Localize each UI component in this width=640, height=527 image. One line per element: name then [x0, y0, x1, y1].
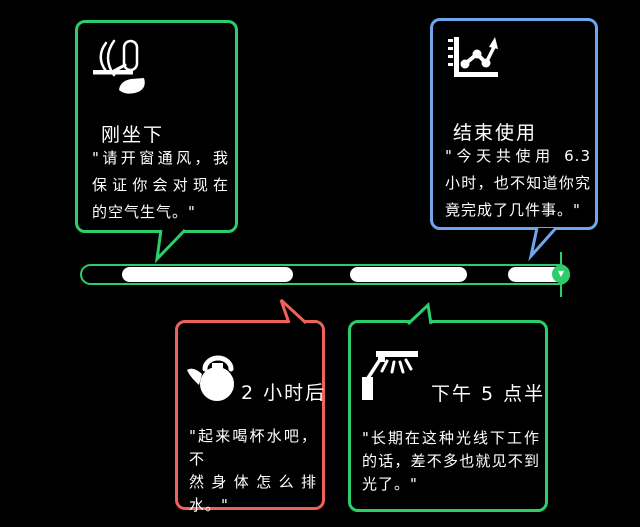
speech-bubble-light: 下午 5 点半 "长期在这种光线下工作 的话，差不多也就见不到 光了。"	[348, 320, 548, 512]
quote-line: 的空气生气。"	[92, 203, 196, 221]
quote-line: "长期在这种光线下工作	[362, 429, 540, 447]
quote-line: "今天共使用 6.3	[445, 147, 591, 165]
speech-bubble-water: 2 小时后 "起来喝杯水吧，不 然身体怎么排水。"	[175, 320, 327, 514]
bubble-quote: "长期在这种光线下工作 的话，差不多也就见不到 光了。"	[362, 427, 540, 496]
usage-timeline-bar	[80, 264, 570, 285]
bubble-title: 下午 5 点半	[431, 383, 546, 405]
line-chart-icon	[448, 37, 498, 77]
bubble-tail-sit-down	[154, 228, 187, 264]
speech-bubble-sit-down: 刚坐下 "请开窗通风，我 保证你会对现在 的空气生气。"	[75, 20, 238, 233]
quote-line: "请开窗通风，我	[92, 149, 229, 167]
bubble-title: 刚坐下	[101, 124, 165, 146]
timeline-segment	[122, 267, 293, 282]
desk-lamp-icon	[362, 351, 418, 400]
bubble-title: 2 小时后	[241, 382, 327, 404]
teapot-icon	[187, 355, 234, 401]
quote-line: 小时，也不知道你究	[445, 174, 591, 192]
timeline-marker-dot: ▼	[552, 265, 570, 283]
quote-line: "起来喝杯水吧，不	[189, 427, 317, 468]
bubble-tail-light	[406, 301, 433, 326]
quote-line: 的话，差不多也就见不到	[362, 452, 540, 470]
quote-line: 光了。"	[362, 475, 418, 493]
speech-bubble-finish: 结束使用 "今天共使用 6.3 小时，也不知道你究 竟完成了几件事。"	[430, 18, 598, 230]
quote-line: 保证你会对现在	[92, 176, 229, 194]
bubble-tail-water	[279, 298, 308, 325]
timeline-segment	[508, 267, 564, 282]
quote-line: 然身体怎么排水。"	[189, 473, 317, 514]
bubble-tail-finish	[528, 227, 558, 262]
timeline-segment	[350, 267, 467, 282]
bubble-title: 结束使用	[453, 122, 538, 144]
bubble-quote: "请开窗通风，我 保证你会对现在 的空气生气。"	[92, 145, 229, 226]
bubble-quote: "起来喝杯水吧，不 然身体怎么排水。"	[189, 425, 317, 517]
quote-line: 竟完成了几件事。"	[445, 201, 581, 219]
person-at-desk-icon	[93, 39, 145, 94]
marker-triangle-icon: ▼	[557, 269, 565, 278]
bubble-quote: "今天共使用 6.3 小时，也不知道你究 竟完成了几件事。"	[445, 143, 591, 224]
